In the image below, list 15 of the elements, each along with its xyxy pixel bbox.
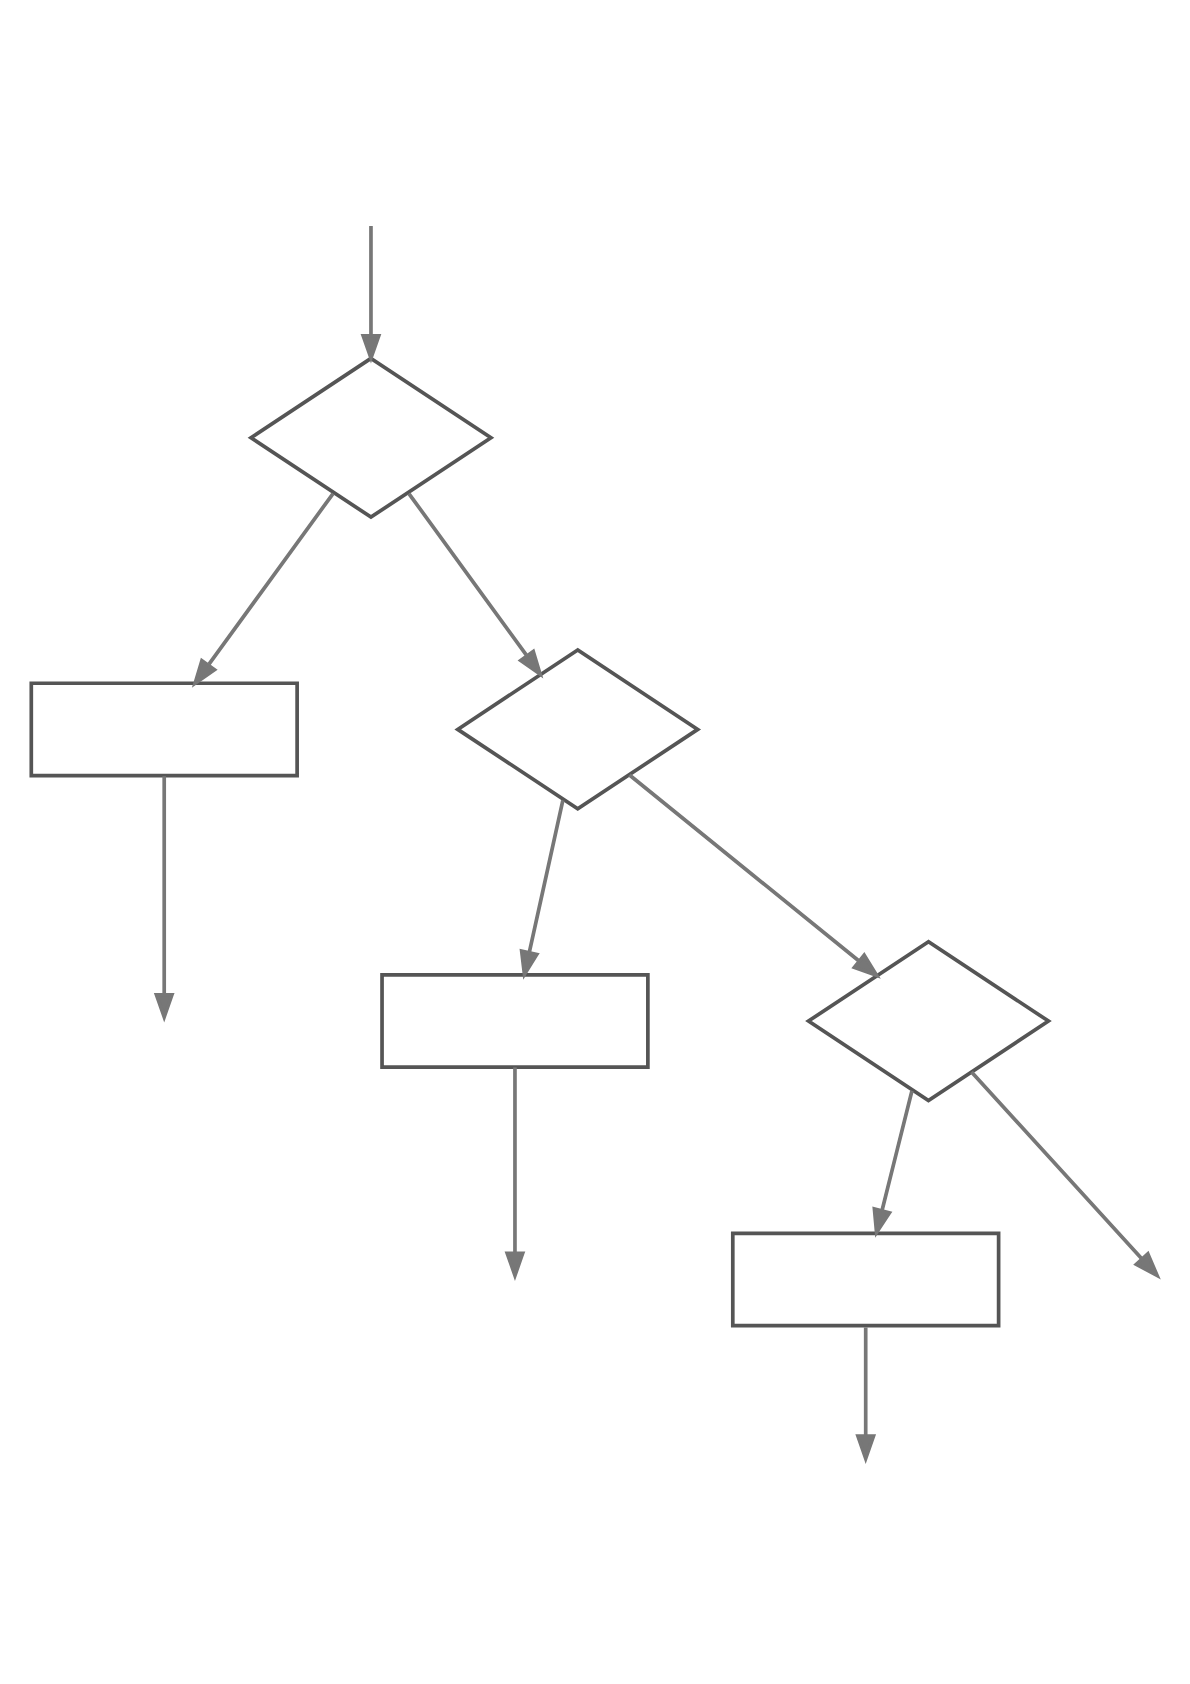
node-box (29, 681, 299, 778)
arrow (191, 492, 335, 688)
arrow (855, 1327, 877, 1464)
node-diamond (805, 939, 1052, 1103)
arrow (628, 773, 881, 979)
node-box (380, 973, 650, 1070)
arrow (519, 800, 565, 980)
arrow (153, 776, 175, 1023)
arrow (872, 1090, 914, 1238)
node-box (730, 1231, 1001, 1328)
arrow (407, 492, 544, 679)
arrow (504, 1067, 526, 1281)
arrow (360, 226, 382, 364)
arrow (970, 1070, 1161, 1280)
node-diamond (247, 356, 495, 520)
